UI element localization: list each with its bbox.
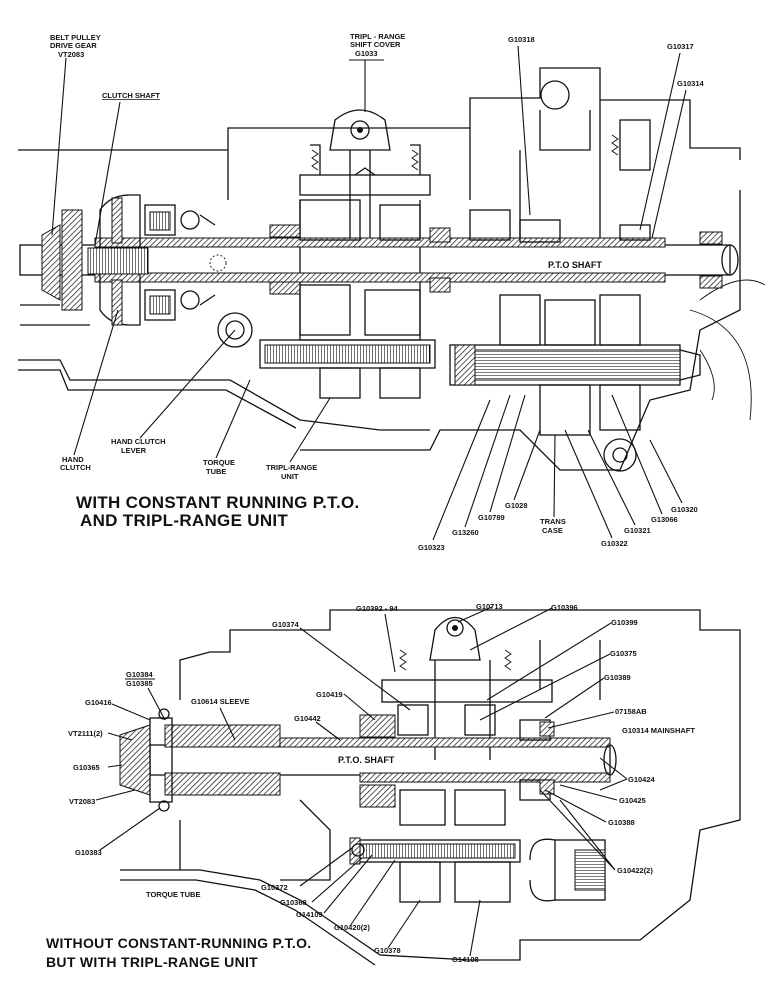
- label-g10372: G10372: [261, 883, 288, 892]
- label-g10321: G10321: [624, 526, 651, 535]
- label-shift-cover-2: SHIFT COVER: [350, 40, 401, 49]
- label-g10374: G10374: [272, 620, 300, 629]
- label-g10424: G10424: [628, 775, 656, 784]
- label-trans-case-1: TRANS: [540, 517, 566, 526]
- label-g10320: G10320: [671, 505, 698, 514]
- label-shift-cover-3: G1033: [355, 49, 378, 58]
- diagram-2-leader-lines: [95, 606, 628, 957]
- label-g10399: G10399: [611, 618, 638, 627]
- label-g10416: G10416: [85, 698, 112, 707]
- label-g10385: G10385: [126, 679, 153, 688]
- label-vt2083: VT2083: [69, 797, 95, 806]
- diagram-1-shift-cover: [299, 109, 431, 240]
- label-g10420: G10420(2): [334, 923, 370, 932]
- diagram-1-constant-running-pto: BELT PULLEY DRIVE GEAR VT2083 CLUTCH SHA…: [18, 32, 766, 552]
- label-torque-tube: TORQUE TUBE: [146, 890, 200, 899]
- diagram-1-caption-line-1: WITH CONSTANT RUNNING P.T.O.: [76, 493, 360, 512]
- label-g10383: G10383: [75, 848, 102, 857]
- label-g10365: G10365: [73, 763, 100, 772]
- label-hand-clutch-2: CLUTCH: [60, 463, 91, 472]
- label-hand-clutch-1: HAND: [62, 455, 84, 464]
- label-torque-tube-1: TORQUE: [203, 458, 235, 467]
- label-g10614-sleeve: G10614 SLEEVE: [191, 697, 249, 706]
- label-torque-tube-2: TUBE: [206, 467, 226, 476]
- label-belt-pulley-2: DRIVE GEAR: [50, 41, 97, 50]
- diagram-1-housing: [18, 67, 766, 472]
- label-g10323: G10323: [418, 543, 445, 552]
- diagram-1-gear-train: [259, 199, 723, 436]
- label-tripl-range-unit-2: UNIT: [281, 472, 299, 481]
- diagram-1-labels: BELT PULLEY DRIVE GEAR VT2083 CLUTCH SHA…: [50, 32, 705, 552]
- label-tripl-range-unit-1: TRIPL-RANGE: [266, 463, 317, 472]
- label-pto-shaft-2: P.T.O. SHAFT: [338, 755, 395, 765]
- label-g13260: G13260: [452, 528, 479, 537]
- label-g1028: G1028: [505, 501, 528, 510]
- label-g14109: G14109: [296, 910, 323, 919]
- label-pto-shaft-1: P.T.O SHAFT: [548, 260, 602, 270]
- label-g10442: G10442: [294, 714, 321, 723]
- label-g14108: G14108: [452, 955, 479, 964]
- label-g10322: G10322: [601, 539, 628, 548]
- diagram-2-caption-line-1: WITHOUT CONSTANT-RUNNING P.T.O.: [46, 935, 311, 951]
- diagram-1-clutch-assembly: [41, 194, 301, 326]
- diagram-1-right-shift-cover: [519, 80, 651, 240]
- label-g10378: G10378: [374, 946, 401, 955]
- label-g10396: G10396: [551, 603, 578, 612]
- label-g10419: G10419: [316, 690, 343, 699]
- label-g10314: G10314: [677, 79, 705, 88]
- diagram-2-bearings-and-gears: [119, 708, 555, 903]
- diagram-2-without-constant-running-pto: G10392 - 94 G10713 G10396 G10374 G10399 …: [46, 602, 741, 970]
- label-g10389: G10389: [604, 673, 631, 682]
- label-g10425: G10425: [619, 796, 646, 805]
- label-belt-pulley-3: VT2083: [58, 50, 84, 59]
- label-g10392-94: G10392 - 94: [356, 604, 399, 613]
- label-hand-clutch-lever-1: HAND CLUTCH: [111, 437, 166, 446]
- label-g10384: G10384: [126, 670, 154, 679]
- label-g10422: G10422(2): [617, 866, 653, 875]
- label-g10388: G10388: [608, 818, 635, 827]
- label-g13066: G13066: [651, 515, 678, 524]
- label-clutch-shaft: CLUTCH SHAFT: [102, 91, 160, 100]
- label-07158ab: 07158AB: [615, 707, 647, 716]
- label-g10314-mainshaft: G10314 MAINSHAFT: [622, 726, 695, 735]
- label-g10317: G10317: [667, 42, 694, 51]
- label-hand-clutch-lever-2: LEVER: [121, 446, 147, 455]
- diagram-1-caption-line-2: AND TRIPL-RANGE UNIT: [80, 511, 288, 530]
- label-vt2111: VT2111(2): [68, 729, 103, 738]
- label-g10368: G10368: [280, 898, 307, 907]
- label-shift-cover-1: TRIPL - RANGE: [350, 32, 405, 41]
- label-belt-pulley-1: BELT PULLEY: [50, 33, 101, 42]
- diagram-2-caption-line-2: BUT WITH TRIPL-RANGE UNIT: [46, 954, 258, 970]
- diagram-1-leader-lines: [51, 45, 687, 541]
- diagram-2-labels: G10392 - 94 G10713 G10396 G10374 G10399 …: [68, 602, 695, 964]
- label-g10375: G10375: [610, 649, 637, 658]
- label-trans-case-2: CASE: [542, 526, 563, 535]
- label-g10789: G10789: [478, 513, 505, 522]
- label-g10318: G10318: [508, 35, 535, 44]
- label-g10713: G10713: [476, 602, 503, 611]
- diagram-2-housing: [120, 609, 741, 966]
- diagram-2-pto-shaft: [149, 724, 617, 796]
